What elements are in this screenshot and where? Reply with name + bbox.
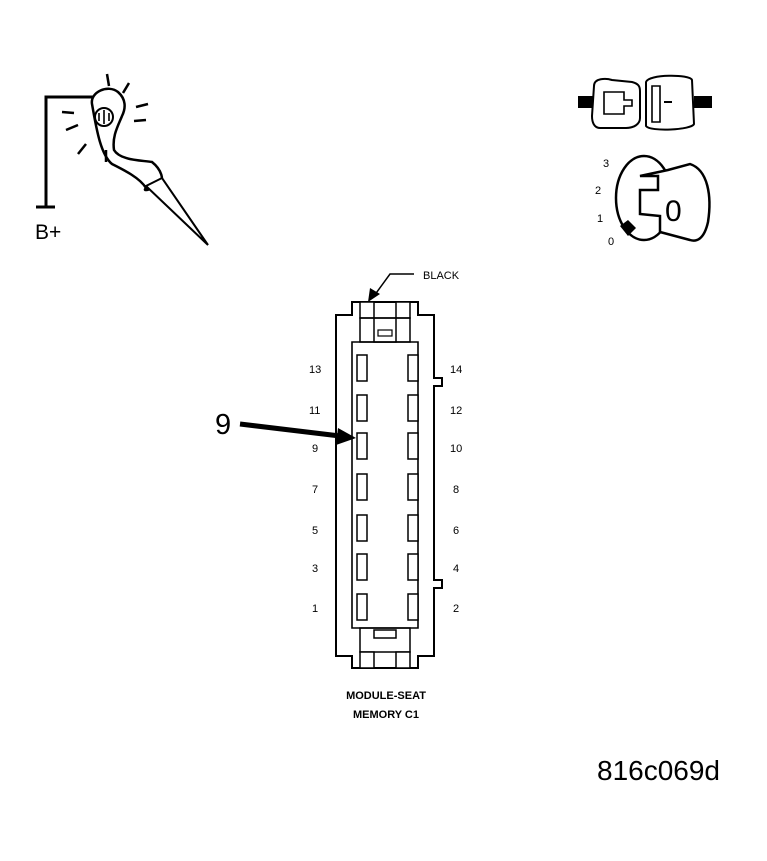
ignition-position-3: 3 — [603, 158, 609, 170]
pin-label-11: 11 — [309, 405, 320, 417]
disconnect-connector-icon — [578, 74, 712, 131]
pin-label-13: 13 — [309, 364, 321, 376]
connector-body — [335, 301, 443, 669]
test-light-icon — [36, 73, 209, 246]
pin-label-8: 8 — [453, 484, 459, 496]
cavity-14 — [407, 354, 419, 382]
cavity-13 — [356, 354, 368, 382]
connector-title-line1: MODULE-SEAT — [346, 690, 426, 702]
pin-label-7: 7 — [312, 484, 318, 496]
connector-color-label: BLACK — [423, 270, 460, 282]
cavity-9 — [356, 432, 368, 460]
pin-label-2: 2 — [453, 603, 459, 615]
pin-label-14: 14 — [450, 364, 462, 376]
pin-pointer-arrow — [239, 421, 356, 445]
cavity-11 — [356, 394, 368, 422]
cavity-6 — [407, 514, 419, 542]
cavity-5 — [356, 514, 368, 542]
cavity-4 — [407, 553, 419, 581]
ignition-position-1: 1 — [597, 213, 603, 225]
pin-label-12: 12 — [450, 405, 462, 417]
cavity-7 — [356, 473, 368, 501]
connector-title-line2: MEMORY C1 — [353, 709, 419, 721]
ignition-key-label: 0 — [665, 195, 682, 228]
pin-label-3: 3 — [312, 563, 318, 575]
pin-label-9: 9 — [312, 443, 318, 455]
color-callout-arrow — [368, 273, 414, 302]
b-plus-label: B+ — [35, 221, 61, 244]
pin-label-1: 1 — [312, 603, 318, 615]
ignition-position-2: 2 — [595, 185, 601, 197]
cavity-10 — [407, 432, 419, 460]
pin-label-10: 10 — [450, 443, 462, 455]
figure-id: 816c069d — [597, 755, 720, 786]
cavity-3 — [356, 553, 368, 581]
cavity-12 — [407, 394, 419, 422]
ignition-position-0: 0 — [608, 236, 614, 248]
cavity-8 — [407, 473, 419, 501]
cavity-2 — [407, 593, 419, 621]
highlighted-pin-callout: 9 — [215, 409, 231, 441]
terminal-cavities — [356, 354, 419, 621]
pin-label-4: 4 — [453, 563, 459, 575]
ignition-switch-icon — [614, 154, 711, 242]
pin-label-5: 5 — [312, 525, 318, 537]
cavity-1 — [356, 593, 368, 621]
pin-label-6: 6 — [453, 525, 459, 537]
